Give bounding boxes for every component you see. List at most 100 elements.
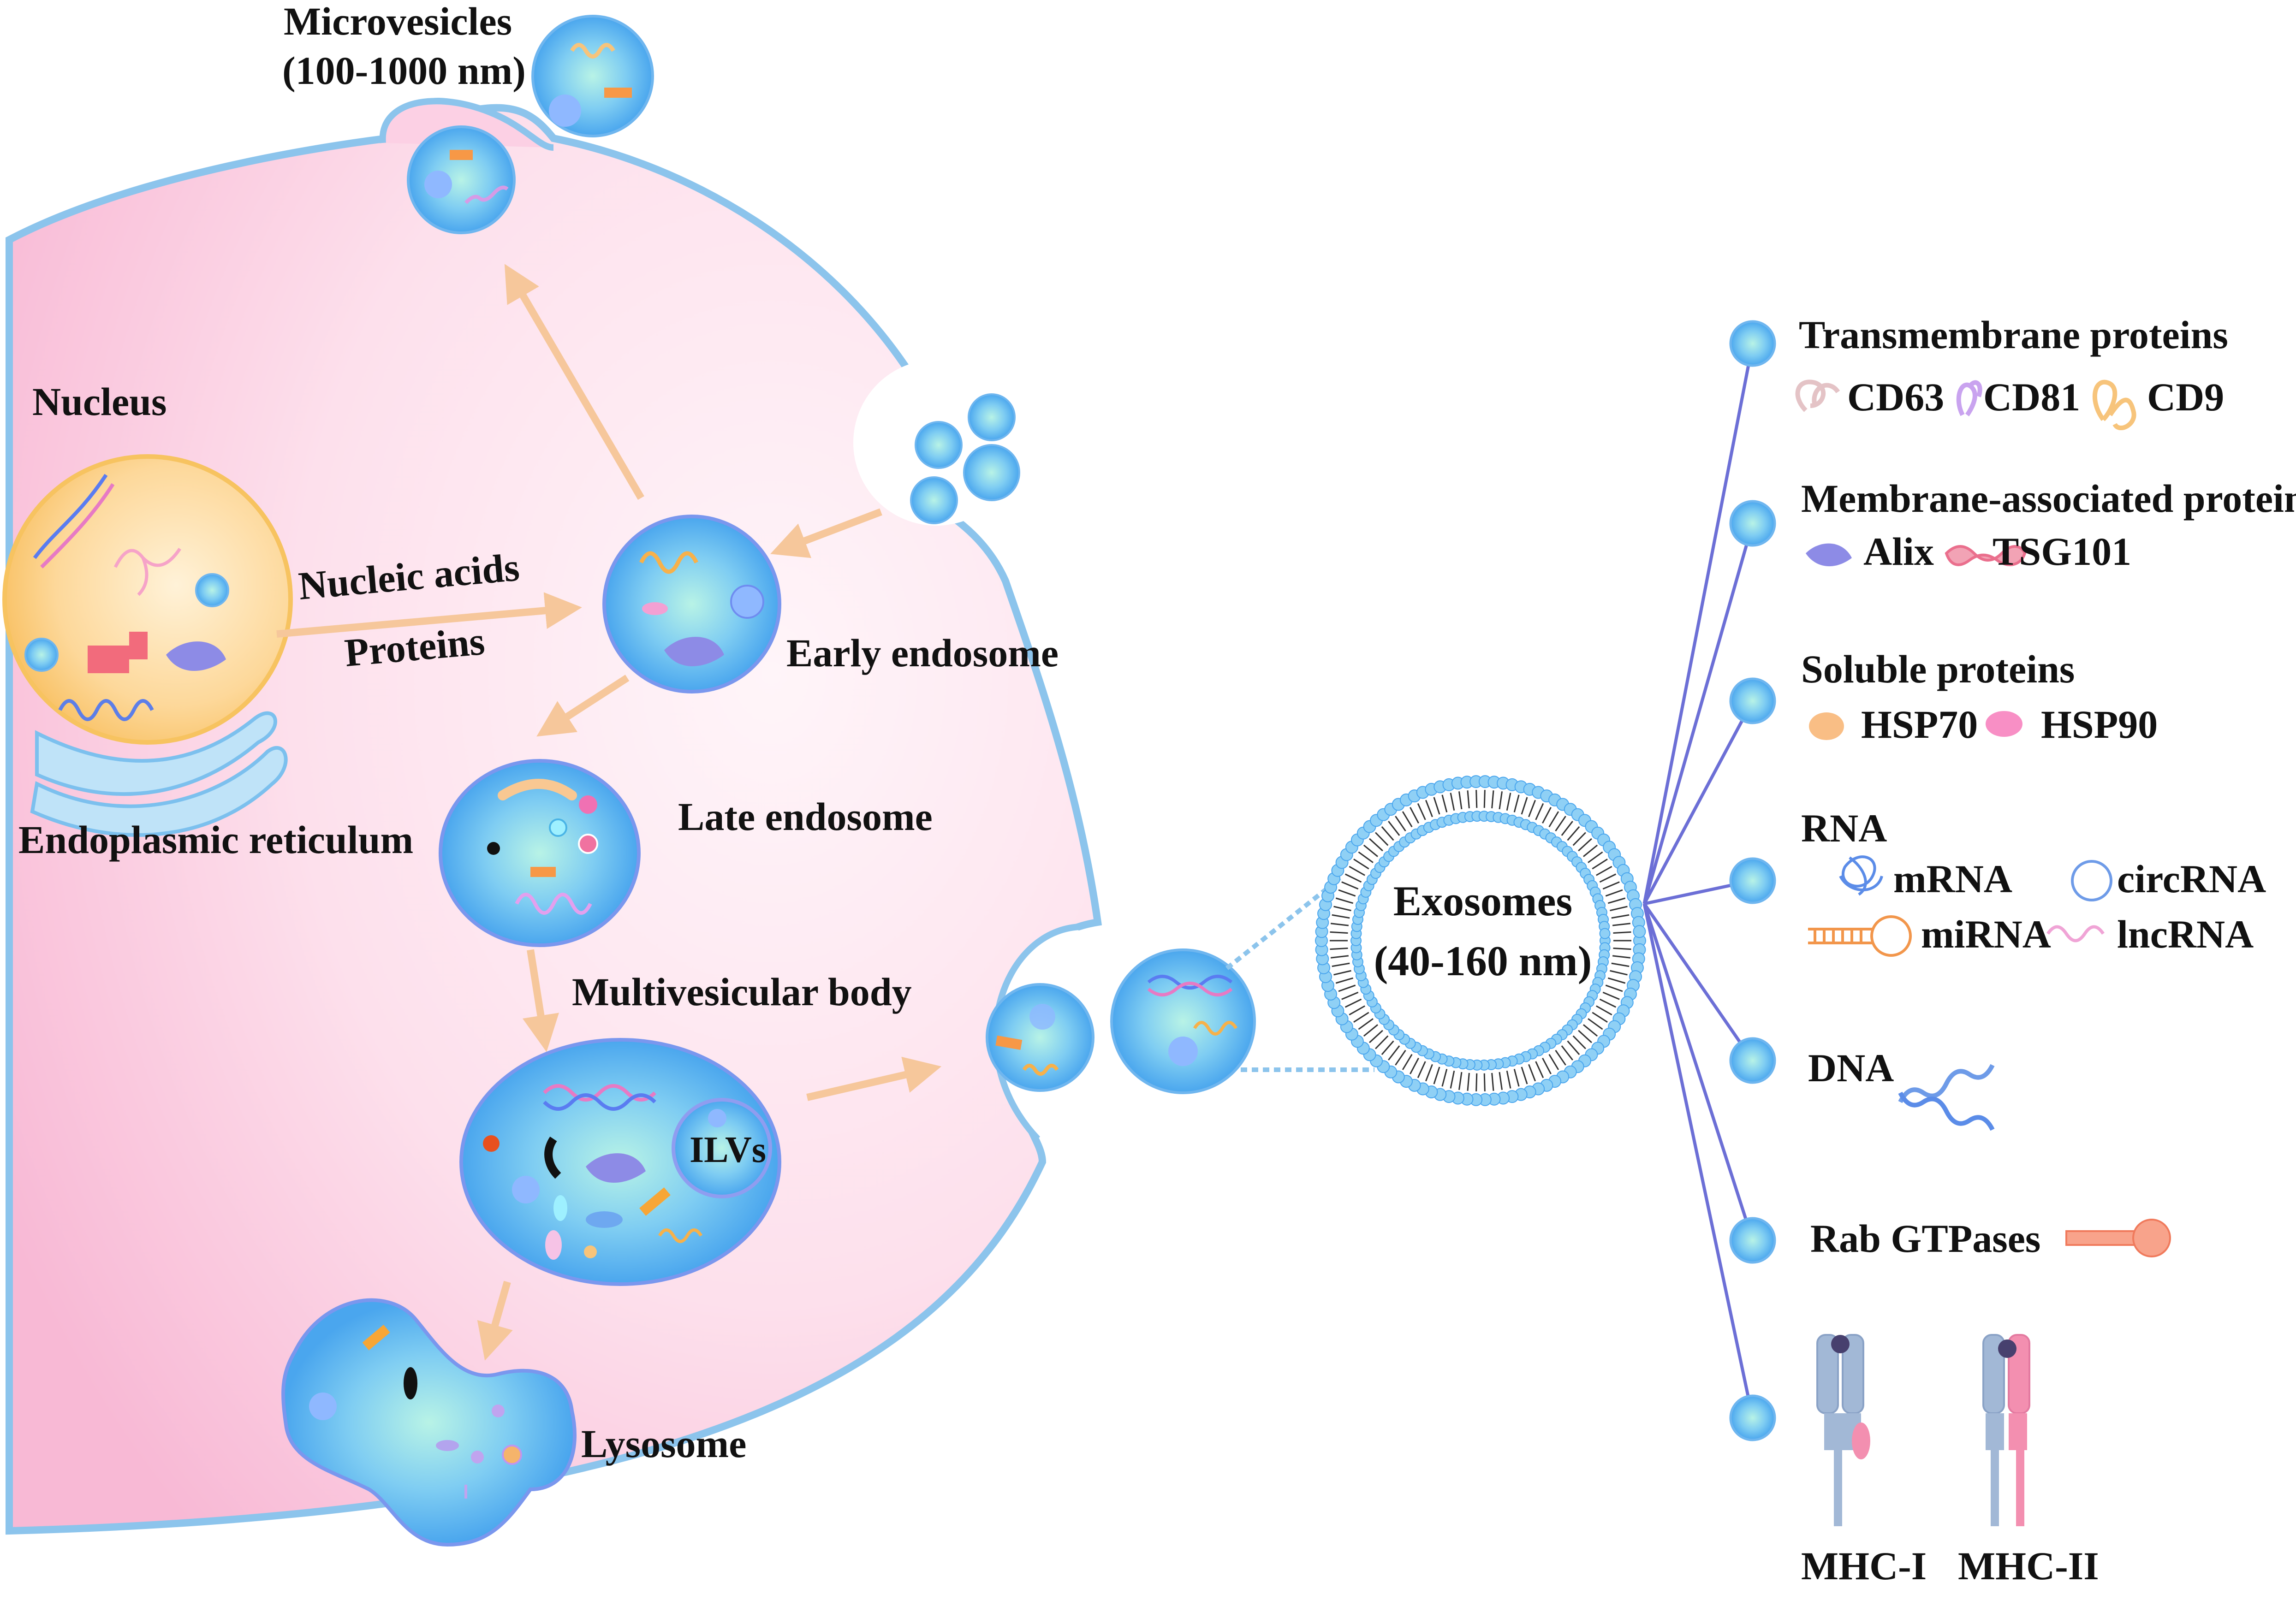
lipid-tail xyxy=(1363,1024,1378,1037)
lipid-tail xyxy=(1353,1012,1369,1023)
lipid-tail xyxy=(1607,897,1626,904)
endocytic-vesicle xyxy=(968,393,1016,441)
lysosome-dot xyxy=(471,1451,484,1464)
nucleus-vesicle xyxy=(24,638,59,672)
lipid-tail xyxy=(1369,838,1383,852)
late-endosome-cargo xyxy=(530,867,556,877)
label-mhc-i: MHC-I xyxy=(1801,1544,1927,1588)
lipid-tail xyxy=(1475,1073,1478,1091)
lipid-tail xyxy=(1491,1073,1494,1091)
arrow-endocytosis-to-endosome xyxy=(770,508,882,558)
lipid-tail xyxy=(1388,821,1400,836)
lysosome xyxy=(281,1298,577,1547)
late-endosome-dot xyxy=(579,795,597,814)
component-node xyxy=(1729,500,1776,547)
lipid-tail xyxy=(1499,1072,1503,1090)
endosome-protein xyxy=(664,637,724,666)
lipid-tail xyxy=(1567,826,1580,841)
lipid-tail xyxy=(1349,865,1365,876)
lipid-tail xyxy=(1572,832,1586,846)
lipid-tail xyxy=(1363,844,1378,857)
lipid-tail xyxy=(1611,914,1630,919)
mvb-cargo xyxy=(639,1187,671,1216)
hsp90-icon xyxy=(1986,711,2022,737)
lipid-tail xyxy=(1402,1054,1413,1070)
connector-mhc xyxy=(1642,903,1755,1418)
arrow-mvb-to-membrane xyxy=(806,1056,942,1101)
label-mrna: mRNA xyxy=(1893,857,2012,901)
late-endosome-cargo xyxy=(498,779,577,800)
lipid-tail xyxy=(1602,881,1620,890)
lipid-tail xyxy=(1375,832,1389,846)
lipid-tail xyxy=(1572,1035,1586,1049)
component-node xyxy=(1729,1037,1776,1084)
vesicle-inner-dot xyxy=(1029,1004,1055,1030)
endocytic-vesicle xyxy=(910,476,958,524)
mvb-dot xyxy=(483,1135,500,1152)
lipid-tail xyxy=(1395,816,1406,832)
lipid-tail xyxy=(1542,807,1552,824)
lipid-tail xyxy=(1335,897,1354,904)
lipid-tail xyxy=(1369,1030,1383,1043)
lipid-tail xyxy=(1578,838,1592,852)
lipid-tail xyxy=(1528,1064,1536,1082)
lipid-tail xyxy=(1578,1030,1592,1043)
lipid-tail xyxy=(1467,790,1470,809)
exosome-lipid-bilayer xyxy=(1315,775,1646,1106)
lipid-tail xyxy=(1441,1069,1448,1087)
label-hsp70: HSP70 xyxy=(1861,702,1978,747)
title-membrane-associated-proteins: Membrane-associated proteins xyxy=(1801,476,2296,521)
mrna-icon xyxy=(1839,855,1883,896)
cd81-icon xyxy=(1956,380,1982,416)
label-exosomes: Exosomes xyxy=(1393,877,1572,924)
title-rab-gtpases: Rab GTPases xyxy=(1810,1216,2040,1261)
lipid-tail xyxy=(1475,790,1478,808)
microvesicle-bud xyxy=(379,98,554,151)
endocytic-vesicle xyxy=(963,444,1020,501)
zoom-line-top xyxy=(1225,877,1342,970)
lipid-tail xyxy=(1583,1024,1598,1037)
label-late-endosome: Late endosome xyxy=(678,794,933,839)
label-tsg101: TSG101 xyxy=(1993,529,2131,574)
connector-soluble xyxy=(1642,700,1755,905)
circrna-icon xyxy=(2071,860,2112,901)
component-node xyxy=(1729,677,1776,724)
nucleus-dna-icon xyxy=(33,474,115,569)
endosome-cargo xyxy=(642,602,668,615)
late-endosome-dot xyxy=(578,834,598,854)
lipid-tail xyxy=(1458,1072,1463,1090)
nucleus-mrna-icon xyxy=(58,699,154,721)
endosome-rna xyxy=(639,551,699,574)
label-nucleus: Nucleus xyxy=(32,379,167,424)
connector-dna xyxy=(1643,903,1754,1061)
early-endosome xyxy=(602,515,781,693)
mirna-icon xyxy=(1808,915,1912,957)
lipid-tail xyxy=(1344,873,1362,883)
lipid-tail xyxy=(1333,970,1351,976)
dna-helix-icon xyxy=(1898,1064,1995,1131)
nucleus-protein-icon xyxy=(88,632,148,673)
label-mirna: miRNA xyxy=(1921,912,2051,956)
label-ilvs: ILVs xyxy=(690,1130,766,1170)
component-node xyxy=(1729,1394,1776,1441)
lipid-tail xyxy=(1353,858,1369,870)
title-transmembrane-proteins: Transmembrane proteins xyxy=(1799,313,2228,357)
mvb-protein xyxy=(586,1153,646,1183)
mvb-dot xyxy=(545,1230,562,1260)
arrow-late-endosome-to-mvb xyxy=(523,949,559,1052)
lipid-tail xyxy=(1605,984,1623,992)
lipid-tail xyxy=(1450,793,1455,811)
connector-transmembrane xyxy=(1642,343,1755,904)
vesicle-inner-dot xyxy=(424,171,452,198)
lipid-tail xyxy=(1548,811,1559,828)
mvb-ilv xyxy=(672,1098,772,1198)
lipid-tail xyxy=(1332,914,1350,919)
lipid-tail xyxy=(1613,931,1631,934)
lipid-tail xyxy=(1588,1018,1603,1030)
rab-gtpase-icon xyxy=(2065,1219,2171,1257)
mvb-dna-icon xyxy=(543,1084,656,1111)
lipid-tail xyxy=(1410,1058,1419,1074)
lipid-tail xyxy=(1358,1018,1374,1030)
lipid-tail xyxy=(1344,998,1362,1008)
